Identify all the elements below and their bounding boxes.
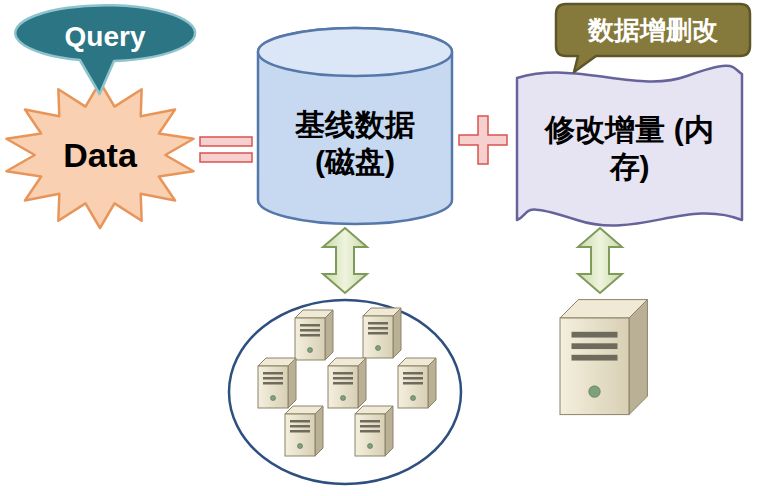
node-label: 修改增量 (内存) — [540, 111, 720, 186]
server-icon — [328, 358, 366, 408]
star-fill — [6, 82, 193, 228]
equals-sign — [200, 137, 252, 162]
server-side — [315, 406, 323, 456]
drive-slot — [572, 343, 618, 349]
drive-slot — [263, 382, 283, 385]
double-arrow — [323, 228, 367, 293]
server-icon — [560, 300, 647, 415]
drive-slot — [333, 382, 353, 385]
server-group — [560, 300, 647, 415]
bubble-node: Query — [15, 8, 195, 64]
drive-slot — [300, 334, 320, 337]
server-icon — [355, 406, 393, 456]
node-label: 基线数据 (磁盘) — [275, 106, 435, 181]
server-icon — [363, 308, 401, 358]
power-button — [589, 386, 601, 398]
star-node: Data — [2, 80, 198, 230]
doc-outline — [517, 68, 742, 228]
drive-slot — [403, 377, 423, 380]
server-front — [560, 318, 629, 415]
text-area: 修改增量 (内存) — [533, 90, 726, 206]
drive-slot — [368, 327, 388, 330]
drive-slot — [300, 324, 320, 327]
server-side — [385, 406, 393, 456]
cylinder-node: 基线数据 (磁盘) — [258, 28, 452, 224]
node-label: 数据增删改 — [588, 14, 718, 47]
drive-slot — [333, 372, 353, 375]
drive-slot — [290, 420, 310, 423]
drive-slot — [290, 425, 310, 428]
server-side — [428, 358, 436, 408]
text-area: Query — [25, 12, 185, 60]
server-icon — [398, 358, 436, 408]
server-side — [288, 358, 296, 408]
server-side — [325, 310, 333, 360]
callout-node: 数据增删改 — [556, 4, 750, 56]
drive-slot — [368, 332, 388, 335]
cylinder-fill — [258, 28, 452, 224]
double-arrow — [578, 228, 622, 293]
power-button — [376, 346, 381, 351]
doc-node: 修改增量 (内存) — [517, 68, 742, 228]
plus-sign — [459, 116, 507, 164]
drive-slot — [333, 377, 353, 380]
drive-slot — [403, 372, 423, 375]
power-button — [411, 396, 416, 401]
doc-fill — [517, 66, 742, 226]
drive-slot — [360, 430, 380, 433]
text-area: Data — [42, 120, 158, 190]
node-label: Data — [63, 134, 137, 177]
cylinder-top — [258, 28, 452, 76]
server-icon — [258, 358, 296, 408]
server-icon — [285, 406, 323, 456]
power-button — [271, 396, 276, 401]
callout-fill — [556, 4, 750, 72]
drive-slot — [360, 420, 380, 423]
drive-slot — [300, 329, 320, 332]
bubble-fill — [15, 5, 195, 94]
server-icon — [295, 310, 333, 360]
text-area: 基线数据 (磁盘) — [272, 76, 438, 210]
server-front — [285, 414, 315, 456]
drive-slot — [290, 430, 310, 433]
power-button — [341, 396, 346, 401]
drive-slot — [263, 377, 283, 380]
server-cluster — [229, 300, 461, 484]
drive-slot — [263, 372, 283, 375]
server-side — [629, 300, 647, 415]
text-area: 数据增删改 — [564, 8, 742, 52]
power-button — [308, 348, 313, 353]
server-front — [363, 316, 393, 358]
drive-slot — [360, 425, 380, 428]
server-side — [358, 358, 366, 408]
server-side — [393, 308, 401, 358]
server-front — [355, 414, 385, 456]
server-front — [398, 366, 428, 408]
server-front — [328, 366, 358, 408]
power-button — [368, 444, 373, 449]
drive-slot — [572, 355, 618, 361]
server-front — [295, 318, 325, 360]
node-label: Query — [65, 19, 146, 54]
server-group — [258, 308, 436, 456]
drive-slot — [368, 322, 388, 325]
drive-slot — [572, 332, 618, 338]
power-button — [298, 444, 303, 449]
drive-slot — [403, 382, 423, 385]
server-front — [258, 366, 288, 408]
